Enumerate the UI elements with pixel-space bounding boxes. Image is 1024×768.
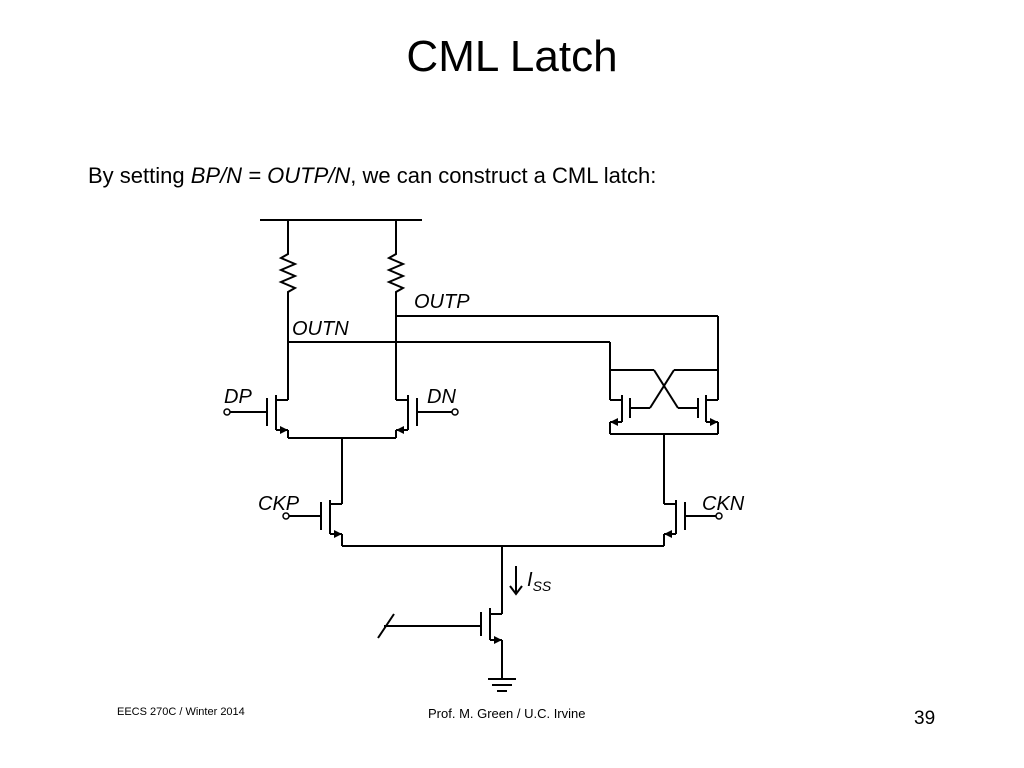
footer-course: EECS 270C / Winter 2014 (117, 706, 245, 718)
ground-icon (488, 678, 516, 692)
transistor-ckp (282, 500, 343, 546)
transistor-dn (395, 395, 459, 438)
cross-coupled-pair (609, 369, 719, 504)
page-number: 39 (914, 708, 936, 729)
label-ckn: CKN (702, 493, 745, 515)
transistor-current-source (377, 608, 503, 678)
intro-text: By setting BP/N = OUTP/N, we can constru… (88, 162, 656, 190)
transistor-dp (223, 395, 289, 438)
intro-suffix: , we can construct a CML latch: (350, 163, 657, 188)
load-resistor-right (386, 220, 406, 316)
footer-author: Prof. M. Green / U.C. Irvine (428, 706, 586, 721)
iss-current-arrow (509, 566, 523, 596)
label-ckp: CKP (258, 493, 300, 515)
label-dp: DP (224, 386, 252, 408)
label-iss: ISS (527, 569, 552, 594)
label-outn: OUTN (292, 318, 349, 340)
intro-prefix: By setting (88, 163, 191, 188)
intro-emphasis: BP/N = OUTP/N (190, 163, 351, 188)
label-iss-sub: SS (533, 578, 552, 594)
label-dn: DN (427, 386, 456, 408)
outp-net (395, 315, 719, 400)
transistor-ckn (663, 500, 723, 546)
label-iss-main: I (527, 569, 533, 591)
load-resistor-left (278, 220, 298, 342)
slide-title: CML Latch (406, 32, 618, 81)
label-outp: OUTP (414, 291, 470, 313)
